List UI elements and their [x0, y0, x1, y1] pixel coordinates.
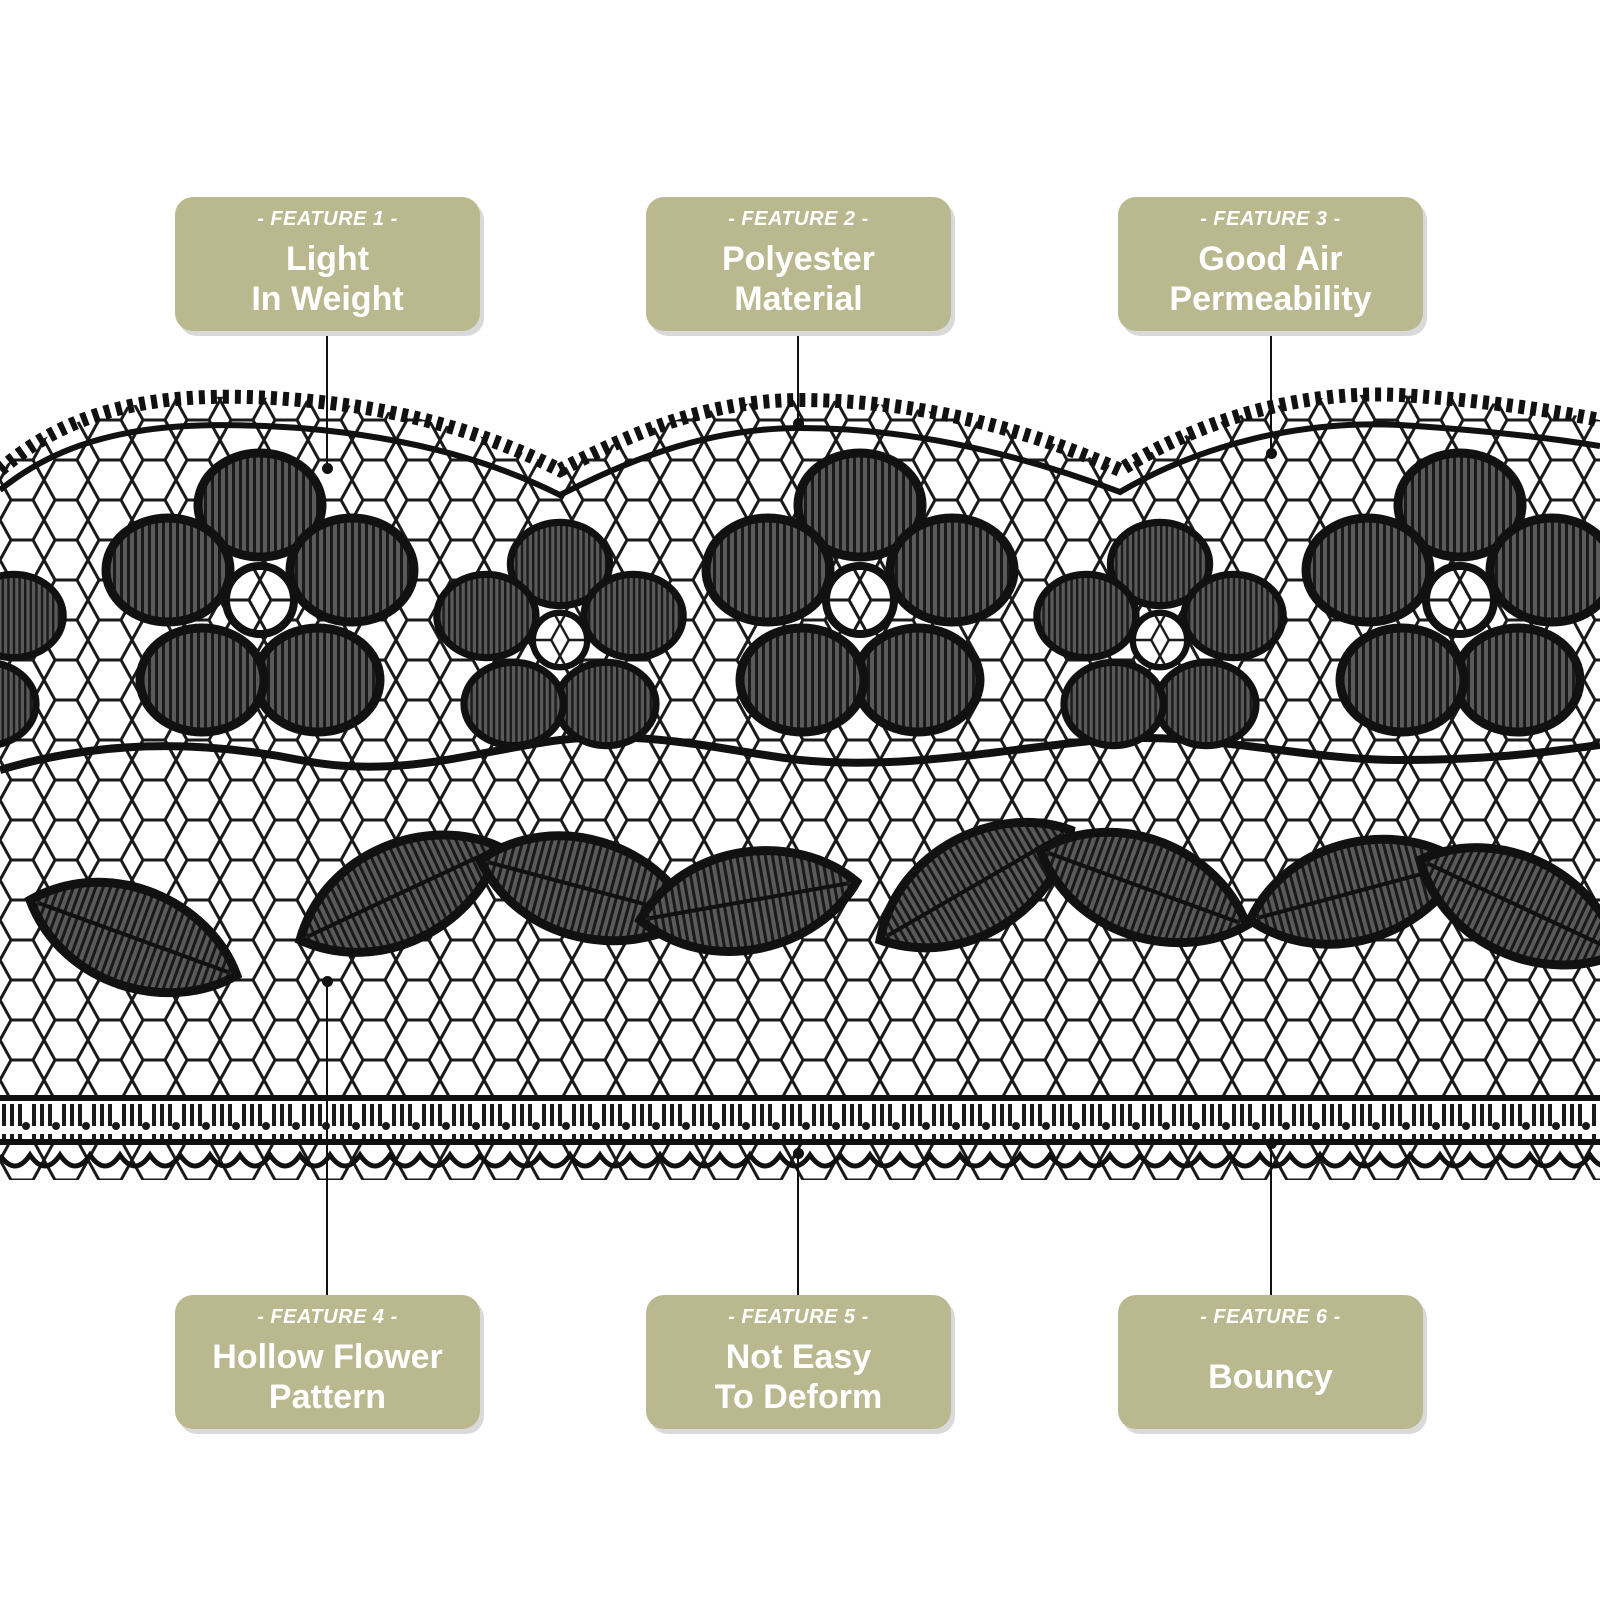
feature-tag: - FEATURE 3 - [1200, 208, 1341, 230]
leader-dot-6 [1266, 1138, 1277, 1149]
feature-callout-3: - FEATURE 3 - Good Air Permeability [1118, 197, 1423, 331]
leader-line-3 [1270, 331, 1272, 451]
feature-title-line-1: Light [285, 240, 370, 278]
feature-title-line-2: To Deform [714, 1378, 883, 1416]
feature-title-line-2: Permeability [1169, 280, 1372, 318]
feature-callout-6: - FEATURE 6 - Bouncy [1118, 1295, 1423, 1429]
feature-title-line-2: Pattern [268, 1378, 387, 1416]
feature-tag: - FEATURE 2 - [728, 208, 869, 230]
feature-title: Light In Weight [175, 239, 480, 319]
feature-callout-5: - FEATURE 5 - Not Easy To Deform [646, 1295, 951, 1429]
feature-tag: - FEATURE 4 - [257, 1306, 398, 1328]
lace-trim-image [0, 380, 1600, 1210]
feature-badge: - FEATURE 1 - Light In Weight [175, 197, 480, 331]
leader-dot-1 [322, 463, 333, 474]
feature-title-line-1: Not Easy [725, 1338, 872, 1376]
leader-line-6 [1270, 1142, 1272, 1297]
leader-dot-3 [1266, 448, 1277, 459]
feature-tag: - FEATURE 6 - [1200, 1306, 1341, 1328]
leader-line-1 [326, 331, 328, 467]
feature-title-line-1: Good Air [1198, 240, 1343, 278]
leader-line-5 [797, 1152, 799, 1297]
feature-title-line-1: Polyester [721, 240, 876, 278]
leader-dot-2 [793, 418, 804, 429]
feature-title: Hollow Flower Pattern [175, 1337, 480, 1417]
leader-dot-5 [793, 1148, 804, 1159]
feature-badge: - FEATURE 2 - Polyester Material [646, 197, 951, 331]
feature-title: Not Easy To Deform [646, 1337, 951, 1417]
feature-tag: - FEATURE 1 - [257, 208, 398, 230]
feature-badge: - FEATURE 3 - Good Air Permeability [1118, 197, 1423, 331]
feature-callout-1: - FEATURE 1 - Light In Weight [175, 197, 480, 331]
feature-callout-2: - FEATURE 2 - Polyester Material [646, 197, 951, 331]
feature-title: Good Air Permeability [1118, 239, 1423, 319]
feature-title-line-1: Bouncy [1208, 1358, 1333, 1396]
feature-title-line-2: In Weight [251, 280, 404, 318]
feature-tag: - FEATURE 5 - [728, 1306, 869, 1328]
feature-title: Bouncy [1118, 1357, 1423, 1397]
feature-title: Polyester Material [646, 239, 951, 319]
feature-badge: - FEATURE 6 - Bouncy [1118, 1295, 1423, 1429]
leader-line-4 [326, 980, 328, 1297]
feature-title-line-1: Hollow Flower [212, 1338, 443, 1376]
feature-callout-4: - FEATURE 4 - Hollow Flower Pattern [175, 1295, 480, 1429]
leader-line-2 [797, 331, 799, 421]
feature-title-line-2: Material [734, 280, 863, 318]
feature-badge: - FEATURE 4 - Hollow Flower Pattern [175, 1295, 480, 1429]
feature-badge: - FEATURE 5 - Not Easy To Deform [646, 1295, 951, 1429]
leader-dot-4 [322, 976, 333, 987]
